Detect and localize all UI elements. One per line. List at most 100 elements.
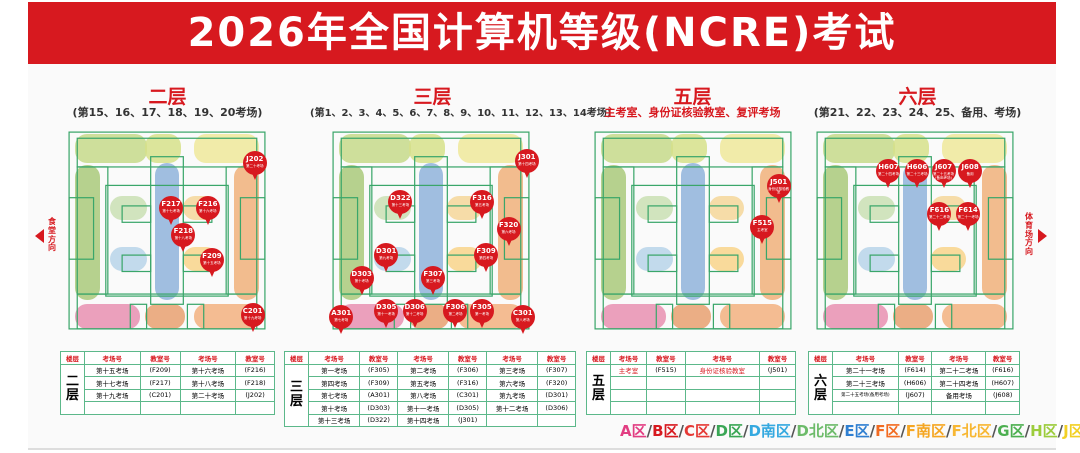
legend-item: F区 bbox=[875, 422, 901, 440]
pin-room: H606 bbox=[906, 163, 928, 172]
room-cell: (J501) bbox=[758, 363, 797, 377]
pin-exam: 第十五考场 bbox=[203, 260, 221, 265]
separator: / bbox=[742, 422, 749, 440]
pin-room: H607 bbox=[878, 163, 899, 172]
pin-exam: 第二十三考场 bbox=[906, 172, 928, 177]
title-banner: 2026年全国计算机等级(NCRE)考试 bbox=[28, 2, 1056, 64]
table-row: 第十三考场(D322)第十四考场(J301) bbox=[285, 413, 576, 427]
separator: / bbox=[710, 422, 716, 440]
table-row bbox=[809, 401, 1020, 415]
exam-cell: 第二十二考场 bbox=[931, 363, 987, 377]
room-cell: (C201) bbox=[139, 388, 181, 402]
exam-cell: 第二十考场 bbox=[179, 388, 237, 402]
floor-3-title: 三层 bbox=[413, 86, 452, 108]
exam-cell: 第十一考场 bbox=[396, 401, 450, 415]
floor-5-title: 五层 bbox=[673, 86, 712, 108]
legend-item: D区 bbox=[715, 422, 743, 440]
exam-cell: 第十二考场 bbox=[485, 401, 539, 415]
zone-area bbox=[670, 304, 712, 329]
exam-cell: 第十四考场 bbox=[396, 413, 450, 427]
table-row bbox=[587, 388, 797, 402]
room-cell: (F305) bbox=[359, 363, 398, 377]
legend-item: C区 bbox=[684, 422, 711, 440]
legend-item: F北区 bbox=[951, 422, 992, 440]
pin-room: F515 bbox=[752, 218, 773, 227]
room-cell bbox=[646, 401, 686, 415]
header-exam: 考场号 bbox=[485, 351, 539, 365]
exam-cell bbox=[684, 401, 760, 415]
room-cell bbox=[758, 376, 797, 390]
room-cell bbox=[758, 401, 797, 415]
header-exam: 考场号 bbox=[179, 351, 237, 365]
room-cell bbox=[235, 401, 275, 415]
pin-exam: 第八考场 bbox=[515, 317, 530, 322]
floor-2-title: 二层 bbox=[148, 86, 187, 108]
room-cell bbox=[537, 413, 576, 427]
exam-cell bbox=[84, 401, 141, 415]
room-cell: (D303) bbox=[359, 401, 398, 415]
separator: / bbox=[869, 422, 876, 440]
room-cell bbox=[646, 376, 686, 390]
exam-cell bbox=[832, 401, 899, 415]
room-cell: (F307) bbox=[537, 363, 576, 377]
table-row: 第七考场(A301)第八考场(C301)第九考场(D301) bbox=[285, 388, 576, 402]
pin-room: C301 bbox=[512, 308, 533, 317]
pin-room: J608 bbox=[961, 163, 979, 172]
zone-area bbox=[144, 304, 186, 329]
table-row: 五层主考室(F515)身份证核验教室(J501) bbox=[586, 363, 797, 415]
separator: / bbox=[678, 422, 685, 440]
pin-exam: 第二十四考场 bbox=[877, 172, 899, 177]
exam-cell: 第十七考场 bbox=[84, 376, 141, 390]
pin-room: D306 bbox=[404, 302, 425, 311]
pin-exam: 第七考场 bbox=[334, 317, 349, 322]
pin-room: D305 bbox=[375, 302, 397, 311]
exam-cell: 第十三考场 bbox=[307, 413, 361, 427]
zone-area bbox=[892, 304, 934, 329]
pin-exam: 第二十考场 bbox=[245, 164, 264, 169]
zone-area bbox=[941, 134, 1007, 163]
room-cell: (F217) bbox=[139, 376, 181, 390]
exam-cell bbox=[684, 376, 760, 390]
pin-exam: 第五考场 bbox=[475, 203, 489, 208]
floor-label: 五层 bbox=[586, 363, 611, 415]
exam-cell: 主考室 bbox=[609, 363, 648, 377]
zone-area bbox=[75, 164, 100, 301]
zone-area bbox=[109, 246, 147, 272]
header-room: 教室号 bbox=[758, 351, 797, 365]
header-exam: 考场号 bbox=[307, 351, 361, 365]
table-row: 二层第十五考场(F209)第十六考场(F216) bbox=[60, 363, 275, 415]
pin-exam: 第二十一考场 bbox=[957, 215, 979, 220]
room-cell: (F616) bbox=[985, 363, 1020, 377]
pin-exam: 第十三考场 bbox=[391, 203, 410, 208]
exam-cell: 第十九考场 bbox=[84, 388, 141, 402]
